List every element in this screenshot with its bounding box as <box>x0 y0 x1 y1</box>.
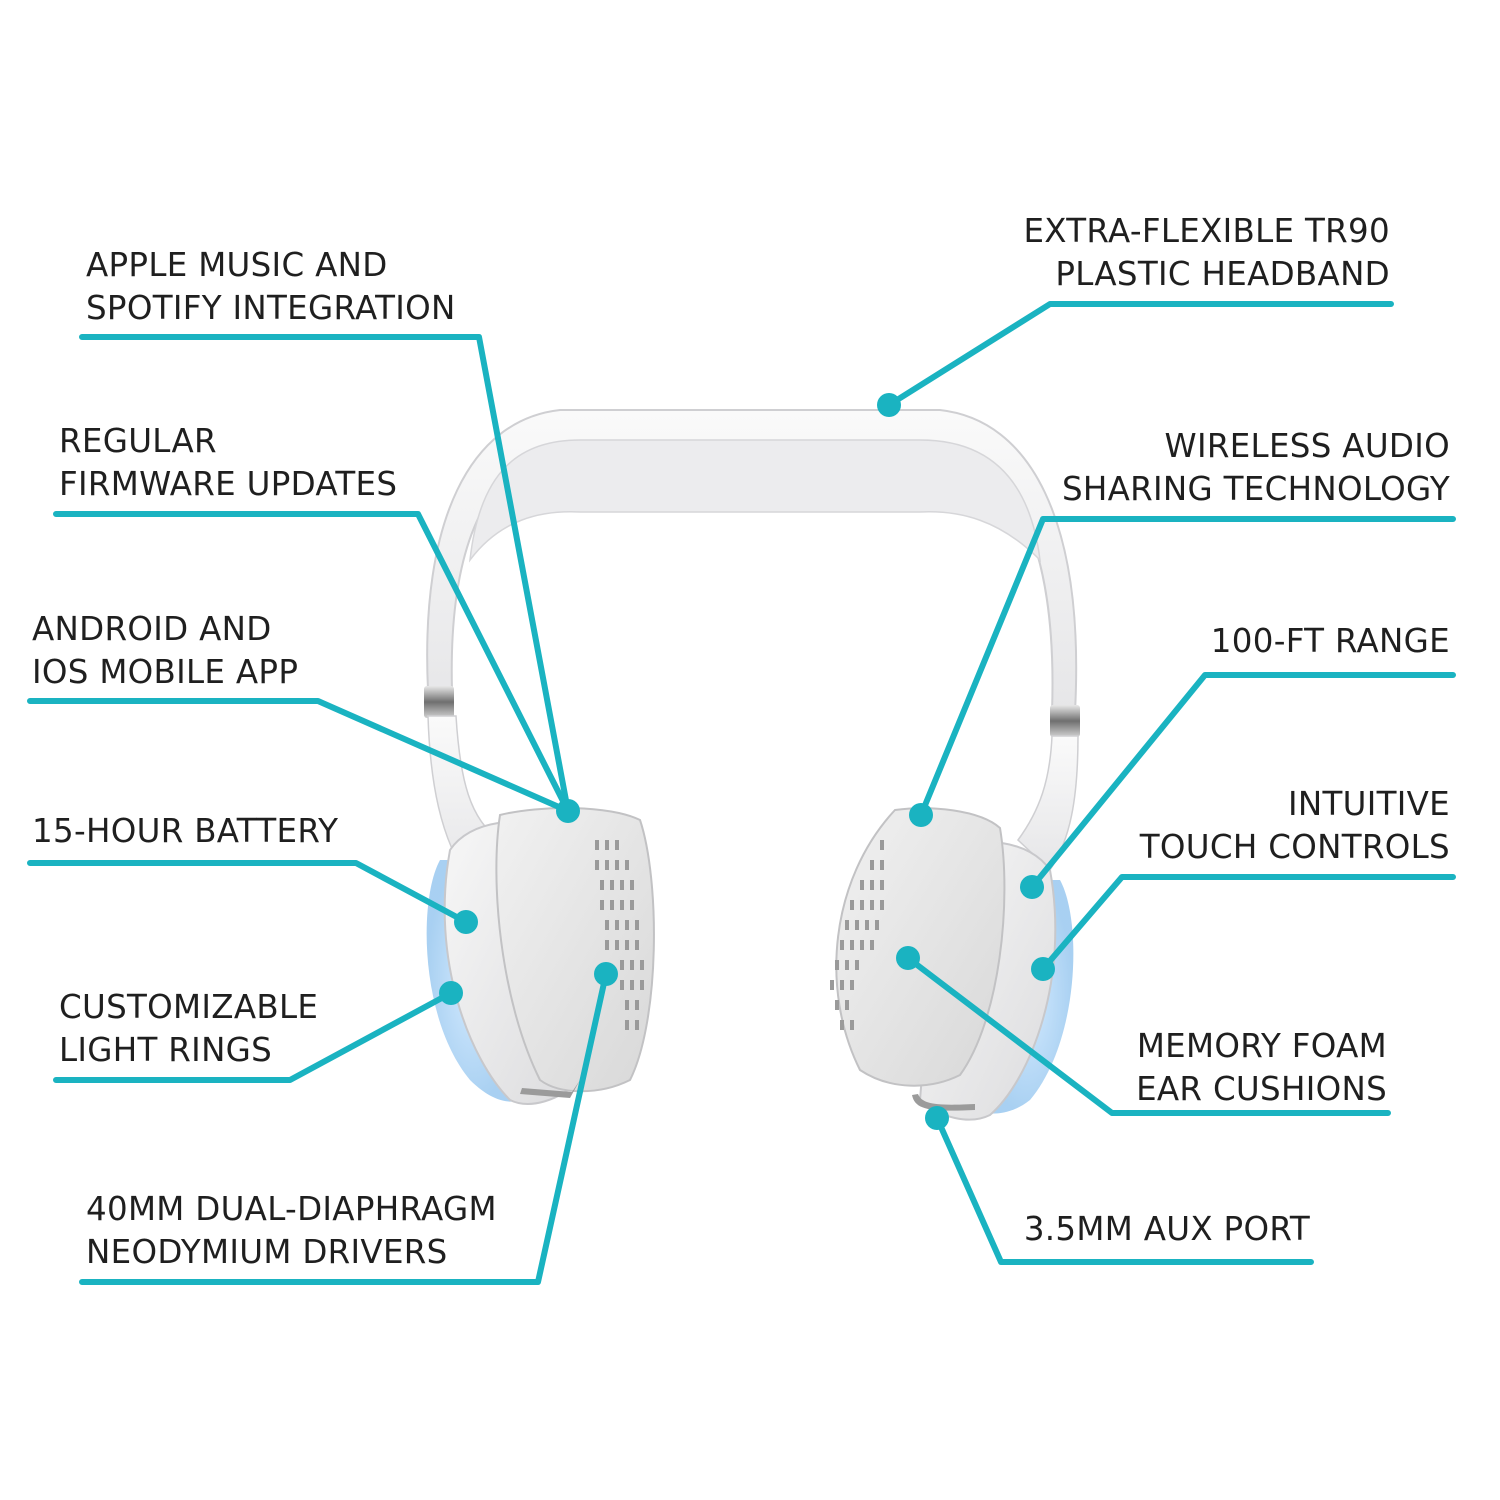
callout-leaders <box>27 301 1456 1285</box>
label-line: 3.5MM AUX PORT <box>1023 1210 1310 1248</box>
dot-range <box>1020 875 1044 899</box>
label-headband: EXTRA-FLEXIBLE TR90 PLASTIC HEADBAND <box>1023 210 1390 296</box>
label-line: FIRMWARE UPDATES <box>59 465 398 503</box>
label-line: PLASTIC HEADBAND <box>1055 255 1390 293</box>
leader-touch-controls <box>1040 874 1456 972</box>
label-battery: 15-HOUR BATTERY <box>32 810 338 853</box>
label-line: EXTRA-FLEXIBLE TR90 <box>1023 212 1390 250</box>
label-line: TOUCH CONTROLS <box>1139 828 1450 866</box>
label-drivers: 40MM DUAL-DIAPHRAGM NEODYMIUM DRIVERS <box>86 1188 497 1274</box>
dot-left-cushion <box>556 799 580 823</box>
callout-dots <box>439 393 1055 1130</box>
headphones-illustration <box>424 409 1080 1121</box>
headband-inner <box>468 439 1042 563</box>
dot-touch-controls <box>1031 957 1055 981</box>
label-light-rings: CUSTOMIZABLE LIGHT RINGS <box>59 986 318 1072</box>
label-line: IOS MOBILE APP <box>32 653 299 691</box>
leader-ear-cushions <box>905 955 1391 1116</box>
label-line: INTUITIVE <box>1287 785 1450 823</box>
right-grille <box>830 840 884 1030</box>
left-ear-cushion <box>495 807 655 1093</box>
label-line: 15-HOUR BATTERY <box>32 812 339 850</box>
leader-mobile-app <box>27 698 571 814</box>
dot-drivers <box>594 962 618 986</box>
right-slider <box>1050 705 1080 737</box>
label-line: SPOTIFY INTEGRATION <box>86 289 456 327</box>
label-mobile-app: ANDROID AND IOS MOBILE APP <box>32 608 298 694</box>
right-hinge-metal <box>912 1094 975 1111</box>
dot-ear-cushions <box>896 946 920 970</box>
label-line: EAR CUSHIONS <box>1136 1070 1387 1108</box>
dot-light-rings <box>439 981 463 1005</box>
leader-audio-sharing <box>918 516 1456 818</box>
label-line: REGULAR <box>59 422 217 460</box>
label-line: ANDROID AND <box>32 610 272 648</box>
leader-firmware-updates <box>53 511 571 814</box>
label-touch-controls: INTUITIVE TOUCH CONTROLS <box>1140 783 1450 869</box>
label-line: APPLE MUSIC AND <box>86 246 388 284</box>
dot-aux-port <box>925 1106 949 1130</box>
label-line: NEODYMIUM DRIVERS <box>86 1233 448 1271</box>
right-ear-cushion <box>835 807 1006 1087</box>
leader-light-rings <box>53 990 454 1083</box>
left-slider <box>424 686 454 718</box>
label-ear-cushions: MEMORY FOAM EAR CUSHIONS <box>1136 1025 1387 1111</box>
leader-battery <box>27 860 469 925</box>
label-audio-sharing: WIRELESS AUDIO SHARING TECHNOLOGY <box>1062 425 1450 511</box>
dot-headband <box>877 393 901 417</box>
label-line: MEMORY FOAM <box>1136 1027 1387 1065</box>
label-range: 100-FT RANGE <box>1211 620 1450 663</box>
label-apple-music-spotify: APPLE MUSIC AND SPOTIFY INTEGRATION <box>86 244 456 330</box>
leader-aux-port <box>934 1115 1314 1265</box>
label-line: LIGHT RINGS <box>59 1031 273 1069</box>
label-firmware-updates: REGULAR FIRMWARE UPDATES <box>59 420 397 506</box>
label-line: WIRELESS AUDIO <box>1164 427 1450 465</box>
label-line: 100-FT RANGE <box>1210 622 1450 660</box>
label-line: CUSTOMIZABLE <box>59 988 319 1026</box>
label-aux-port: 3.5MM AUX PORT <box>1024 1208 1310 1251</box>
leader-drivers <box>79 971 609 1285</box>
left-grille <box>595 840 644 1030</box>
leader-headband <box>886 301 1394 408</box>
leader-apple-music-spotify <box>79 334 571 814</box>
dot-audio-sharing <box>909 803 933 827</box>
label-line: SHARING TECHNOLOGY <box>1061 470 1450 508</box>
label-line: 40MM DUAL-DIAPHRAGM <box>86 1190 497 1228</box>
leader-range <box>1029 672 1456 890</box>
left-hinge-metal <box>520 1080 580 1098</box>
dot-battery <box>454 910 478 934</box>
